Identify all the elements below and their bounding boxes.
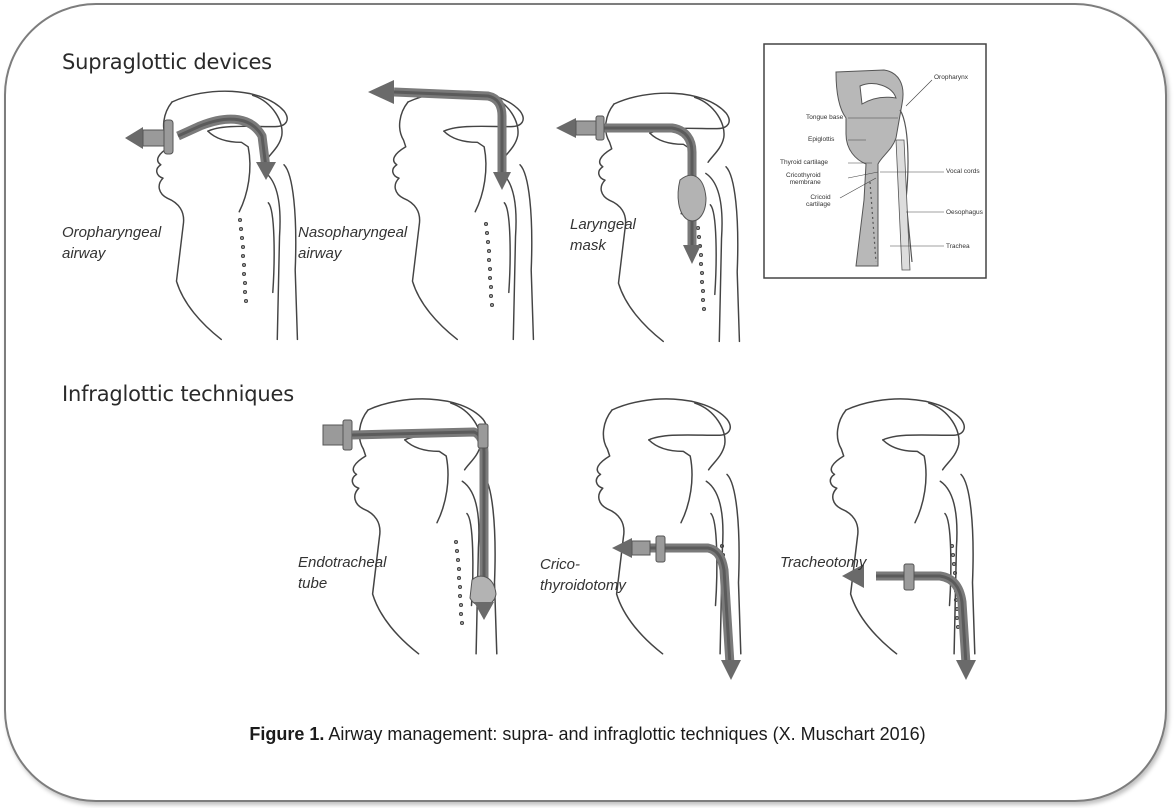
oropharyngeal-airway-diagram: [125, 91, 297, 339]
inset-label-thyroid-cartilage: Thyroid cartilage: [780, 159, 828, 166]
tracheotomy-diagram: [830, 399, 976, 680]
figure-caption: Figure 1. Airway management: supra- and …: [0, 724, 1175, 745]
caption-text: Airway management: supra- and infraglott…: [324, 724, 925, 744]
inset-label-trachea: Trachea: [946, 243, 970, 250]
inset-label-tongue-base: Tongue base: [806, 114, 843, 121]
cricothyroidotomy-diagram: [596, 399, 741, 680]
nasopharyngeal-airway-diagram: [368, 80, 533, 339]
inset-label-oesophagus: Oesophagus: [946, 209, 983, 216]
inset-label-epiglottis: Epiglottis: [808, 136, 834, 143]
caption-label: Figure 1.: [249, 724, 324, 744]
label-cricothyroidotomy: Crico-thyroidotomy: [540, 554, 626, 596]
inset-label-oropharynx: Oropharynx: [934, 74, 968, 81]
endotracheal-tube-diagram: [323, 399, 497, 654]
inset-label-vocal-cords: Vocal cords: [946, 168, 980, 175]
label-tracheotomy: Tracheotomy: [780, 552, 866, 573]
